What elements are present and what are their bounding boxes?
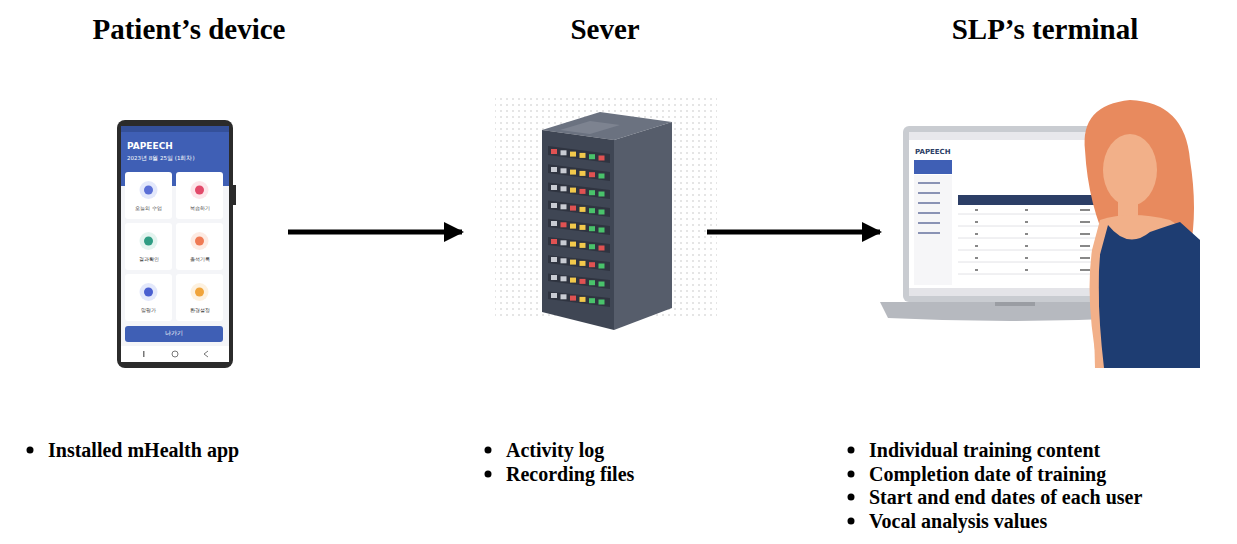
bullet-item: Individual training content <box>869 439 1100 461</box>
screen-label: 오늘의 수업 <box>135 205 162 211</box>
bullet-item: Activity log <box>506 439 604 461</box>
column-node: SLP’s terminalIndividual training conten… <box>880 8 1230 538</box>
screen-label: 출석기록 <box>190 256 210 262</box>
flow-arrow <box>288 230 462 235</box>
bullet-item: Recording files <box>506 463 634 485</box>
screen-label: 복습하기 <box>190 205 210 211</box>
column-heading: Patient’s device <box>92 14 285 46</box>
screen-label: PAPEECH <box>127 141 173 151</box>
bullet-item: Installed mHealth app <box>48 439 239 461</box>
bullet-item: Vocal analysis values <box>869 510 1047 532</box>
screen-label: 결과확인 <box>139 256 159 262</box>
screen-label: 2023년 8월 25일 (1회차) <box>127 155 195 162</box>
screen-label: 말평가 <box>141 307 156 313</box>
phone-illustration <box>117 120 236 368</box>
person-illustration <box>1085 100 1200 368</box>
screen-label: 환경설정 <box>190 307 210 313</box>
flow-arrow <box>707 230 880 235</box>
column-heading: SLP’s terminal <box>952 14 1139 46</box>
screen-label: PAPEECH <box>915 148 951 156</box>
column-heading: Sever <box>570 14 639 46</box>
column-node: Patient’s deviceInstalled mHealth app <box>10 8 288 533</box>
screen-label: 나가기 <box>165 330 183 337</box>
column-node: SeverActivity logRecording files <box>462 8 707 533</box>
server-illustration <box>495 95 717 330</box>
bullet-item: Completion date of training <box>869 463 1106 485</box>
bullet-item: Start and end dates of each user <box>869 486 1142 508</box>
